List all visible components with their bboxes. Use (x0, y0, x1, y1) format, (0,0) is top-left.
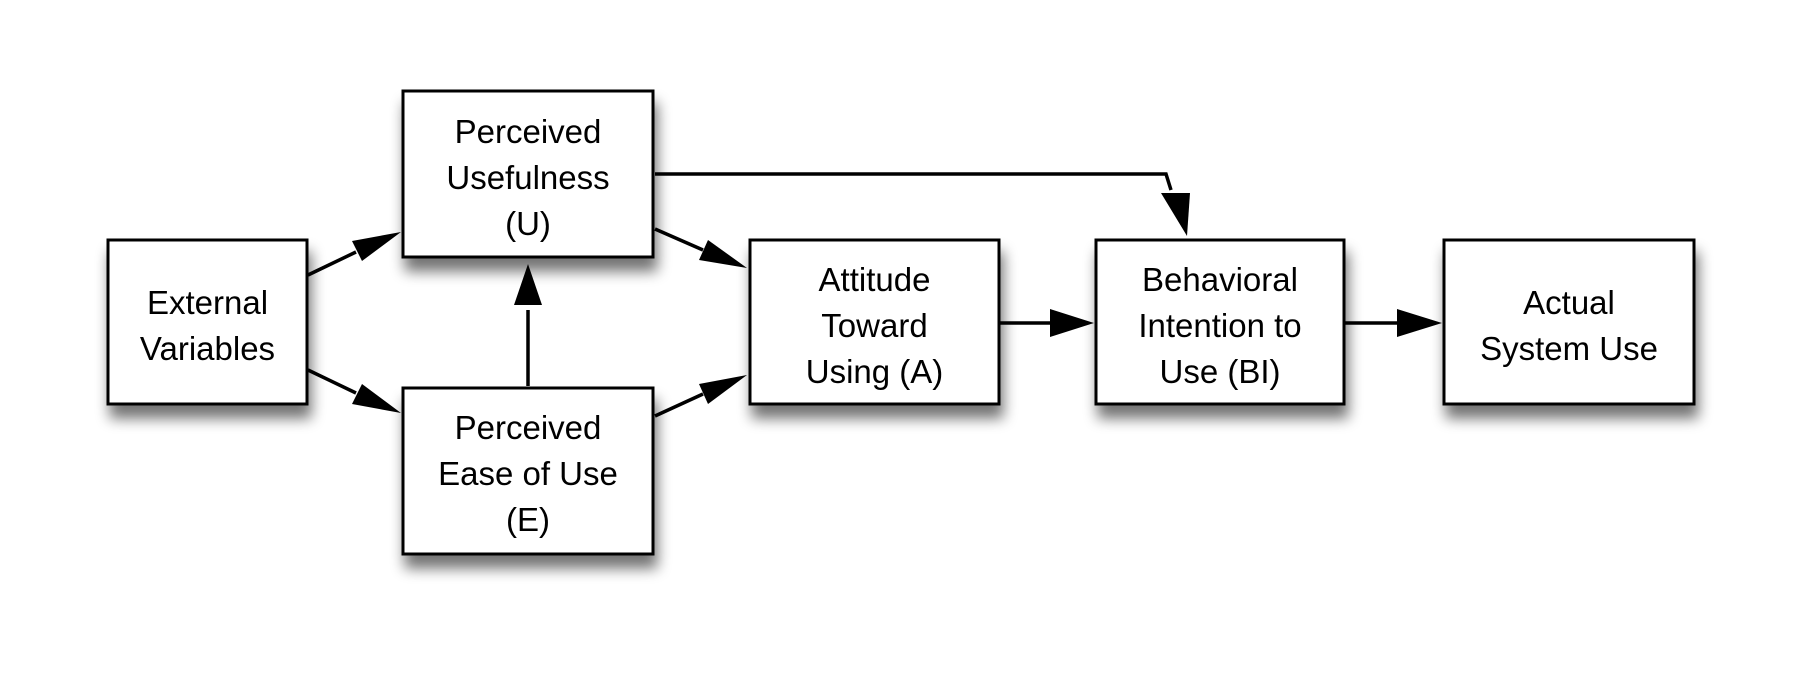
node-behavioral-intention: Behavioral Intention to Use (BI) (1094, 238, 1346, 406)
behavioral-intention-line3: Use (BI) (1159, 353, 1280, 390)
perceived-ease-line3: (E) (506, 501, 550, 538)
perceived-usefulness-line3: (U) (505, 205, 551, 242)
edge-intention-to-actual-use (1345, 309, 1442, 337)
node-attitude-toward-using: Attitude Toward Using (A) (748, 238, 1001, 406)
node-actual-system-use: Actual System Use (1442, 238, 1696, 406)
edge-external-to-ease (307, 368, 401, 413)
perceived-usefulness-line2: Usefulness (446, 159, 609, 196)
perceived-ease-line2: Ease of Use (438, 455, 618, 492)
attitude-line1: Attitude (819, 261, 931, 298)
edge-ease-to-usefulness (514, 264, 542, 386)
edge-external-to-usefulness (307, 232, 401, 277)
external-variables-line1: External (147, 284, 268, 321)
edge-usefulness-to-attitude (654, 227, 747, 268)
attitude-line2: Toward (821, 307, 927, 344)
external-variables-line2: Variables (140, 330, 275, 367)
attitude-line3: Using (A) (806, 353, 944, 390)
edge-usefulness-to-intention (655, 172, 1190, 236)
node-perceived-ease-of-use: Perceived Ease of Use (E) (401, 386, 655, 556)
edges (307, 172, 1442, 418)
edge-ease-to-attitude (654, 375, 747, 418)
actual-system-use-line1: Actual (1523, 284, 1615, 321)
behavioral-intention-line2: Intention to (1138, 307, 1301, 344)
perceived-usefulness-line1: Perceived (455, 113, 602, 150)
perceived-ease-line1: Perceived (455, 409, 602, 446)
node-external-variables: External Variables (106, 238, 309, 406)
actual-system-use-line2: System Use (1480, 330, 1658, 367)
edge-attitude-to-intention (1000, 309, 1094, 337)
behavioral-intention-line1: Behavioral (1142, 261, 1298, 298)
node-perceived-usefulness: Perceived Usefulness (U) (401, 89, 655, 259)
